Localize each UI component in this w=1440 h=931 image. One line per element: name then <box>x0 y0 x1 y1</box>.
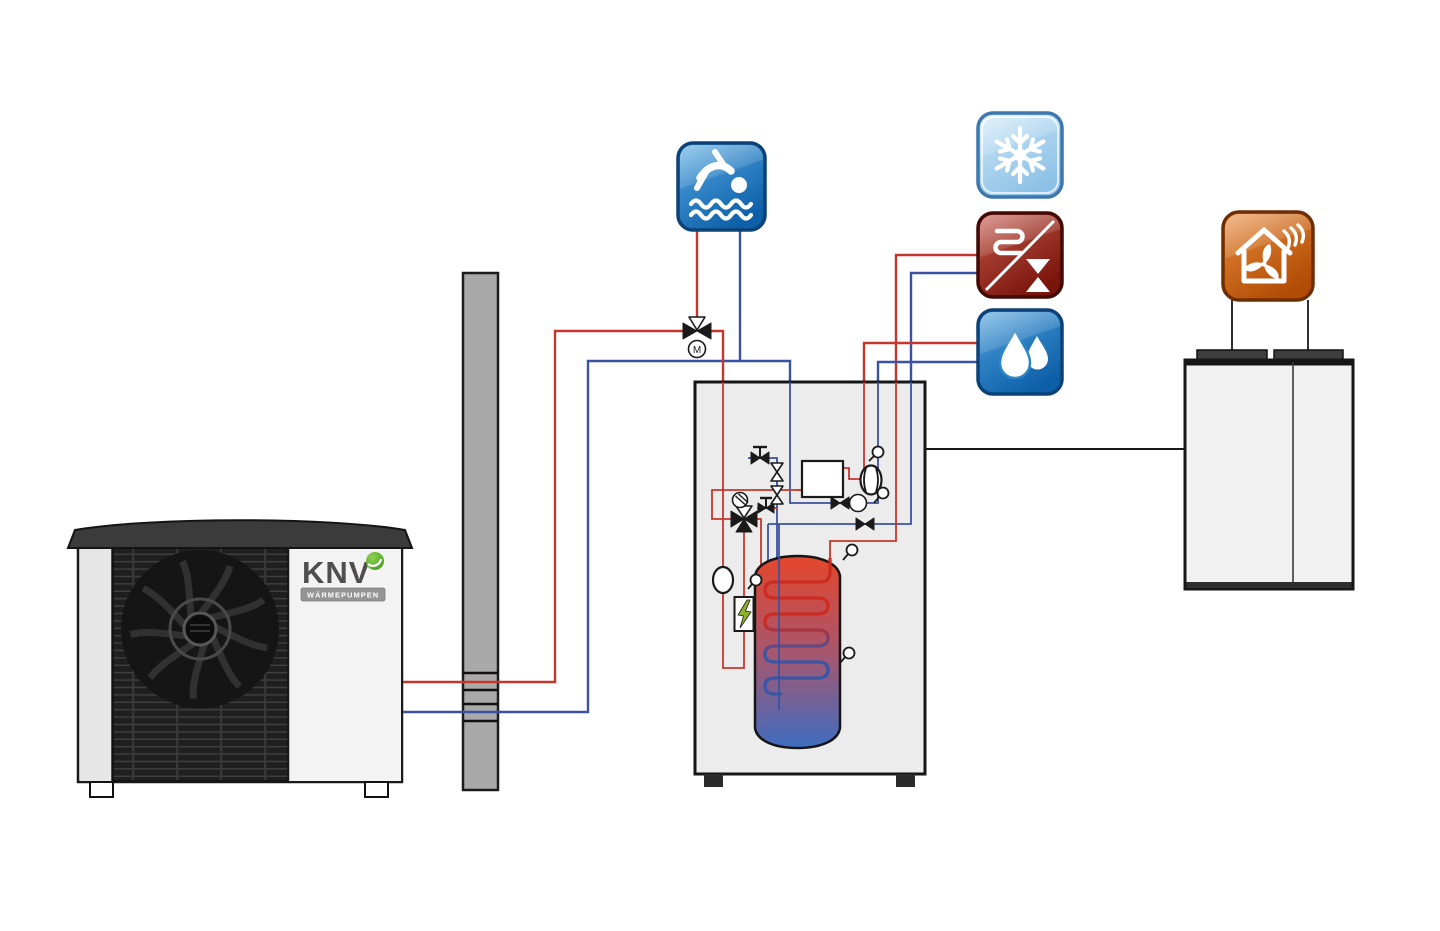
pipe-cold-dhw <box>876 360 978 382</box>
electric-heater-icon <box>733 596 755 632</box>
three-way-mixing-valve-icon: M <box>682 316 712 359</box>
manual-valve-icon <box>750 445 770 465</box>
pipe-hot-heating-circuit <box>894 253 978 382</box>
heat-exchanger-box <box>800 459 845 499</box>
knv-logo-text: KNV <box>302 555 370 590</box>
ventilation-unit <box>1183 300 1355 591</box>
pipe-hot-to-indoor-unit <box>711 329 725 382</box>
check-valve-icon <box>770 462 784 505</box>
heat-pump-right-panel <box>289 547 401 781</box>
indoor-hydraulic-unit <box>693 380 927 787</box>
outdoor-heat-pump-unit: KNV WÄRMEPUMPEN <box>66 519 414 798</box>
heat-pump-left-panel <box>80 547 112 781</box>
pipe-cold-heating-circuit <box>909 271 978 382</box>
heat-pump-foot <box>364 781 389 798</box>
valve-motor-label: M <box>693 345 701 356</box>
manual-valve-icon <box>757 496 775 514</box>
temperature-sensor-icon <box>842 543 859 561</box>
temperature-sensor-icon <box>868 445 885 462</box>
pipes-internal-hot <box>711 382 897 669</box>
hot-water-icon <box>976 308 1064 396</box>
buffer-tank <box>753 524 842 750</box>
pipe-cold-outdoor-return <box>403 359 792 714</box>
pipe-hot-dhw <box>862 341 978 382</box>
heat-pump-foot <box>89 781 114 798</box>
valve-motor-icon <box>687 339 707 359</box>
heating-circuit-icon <box>976 211 1064 299</box>
temperature-sensor-icon <box>839 646 856 664</box>
temperature-sensor-icon <box>873 486 890 504</box>
lightning-icon <box>737 599 752 629</box>
shutoff-valve-icon <box>855 517 875 531</box>
expansion-vessel-icon <box>711 565 735 595</box>
knv-logo-subtext: WÄRMEPUMPEN <box>307 591 379 600</box>
vent-base-strip <box>1186 582 1352 588</box>
fan-icon <box>121 550 279 708</box>
temperature-sensor-icon <box>747 573 763 590</box>
pipes-external <box>403 231 978 714</box>
ventilation-icon <box>1221 210 1315 302</box>
heating-coil <box>763 558 832 696</box>
knv-logo-badge <box>300 587 386 602</box>
cooling-icon <box>976 111 1064 199</box>
knv-logo: KNV WÄRMEPUMPEN <box>300 552 386 602</box>
pool-icon <box>676 141 767 232</box>
indoor-unit-foot <box>704 774 723 787</box>
heat-pump-top-cap <box>66 519 414 549</box>
indoor-unit-foot <box>896 774 915 787</box>
circulation-pump-icon <box>859 464 883 496</box>
shutoff-valve-icon <box>830 496 850 510</box>
pump-icon <box>848 493 868 513</box>
pipe-hot-outdoor-supply <box>403 329 683 684</box>
building-wall <box>461 271 500 792</box>
three-way-mixing-valve-icon <box>730 491 758 533</box>
